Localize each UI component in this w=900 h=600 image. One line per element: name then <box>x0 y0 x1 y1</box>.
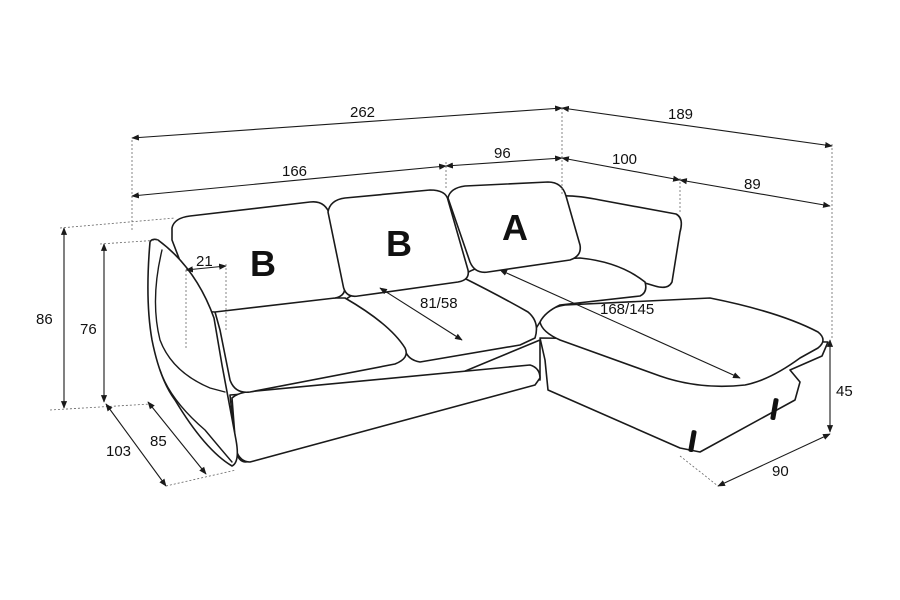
back-cushion-right <box>447 181 582 274</box>
back-cushion-middle <box>327 189 470 298</box>
dim-line-total-length <box>131 105 563 141</box>
dim-line-chaise-depth <box>679 178 831 208</box>
dim-line-chaise-width <box>717 433 831 487</box>
armrest-seam <box>154 249 226 393</box>
label-depth-inner: 85 <box>150 433 167 450</box>
label-chaise-width: 90 <box>772 463 789 480</box>
label-armrest: 21 <box>196 253 213 270</box>
cushion-label-left: B <box>250 243 276 284</box>
dim-line-seat-depth <box>379 287 463 341</box>
dim-line-sleep-length <box>499 269 741 379</box>
cushion-label-middle: B <box>386 223 412 264</box>
leg-front <box>688 430 697 453</box>
sofa-body <box>147 181 829 467</box>
dim-line-armrest <box>185 263 227 273</box>
label-chaise-depth: 89 <box>744 176 761 193</box>
label-sofa-section: 166 <box>282 163 307 180</box>
dimension-labels: 262 189 166 96 100 89 21 86 76 103 85 81… <box>36 104 853 480</box>
leg-back <box>770 398 779 421</box>
dim-line-chaise-inner <box>561 156 681 182</box>
left-armrest <box>147 238 239 467</box>
dimension-lines <box>49 105 834 487</box>
label-seat-height: 45 <box>836 383 853 400</box>
label-seat-depth: 81/58 <box>420 295 458 312</box>
cushion-label-right: A <box>502 207 528 248</box>
dim-line-middle-section <box>445 155 563 169</box>
label-back-height: 86 <box>36 311 53 328</box>
label-middle-section: 96 <box>494 145 511 162</box>
dim-line-sofa-section <box>131 163 447 199</box>
label-chaise-inner: 100 <box>612 151 637 168</box>
dim-line-depth-inner <box>147 401 207 475</box>
dim-line-chaise-length <box>561 105 833 149</box>
label-sleep-length: 168/145 <box>600 301 654 318</box>
label-total-length: 262 <box>350 104 375 121</box>
label-depth: 103 <box>106 443 131 460</box>
label-seat-back-height: 76 <box>80 321 97 338</box>
label-chaise-length: 189 <box>668 106 693 123</box>
